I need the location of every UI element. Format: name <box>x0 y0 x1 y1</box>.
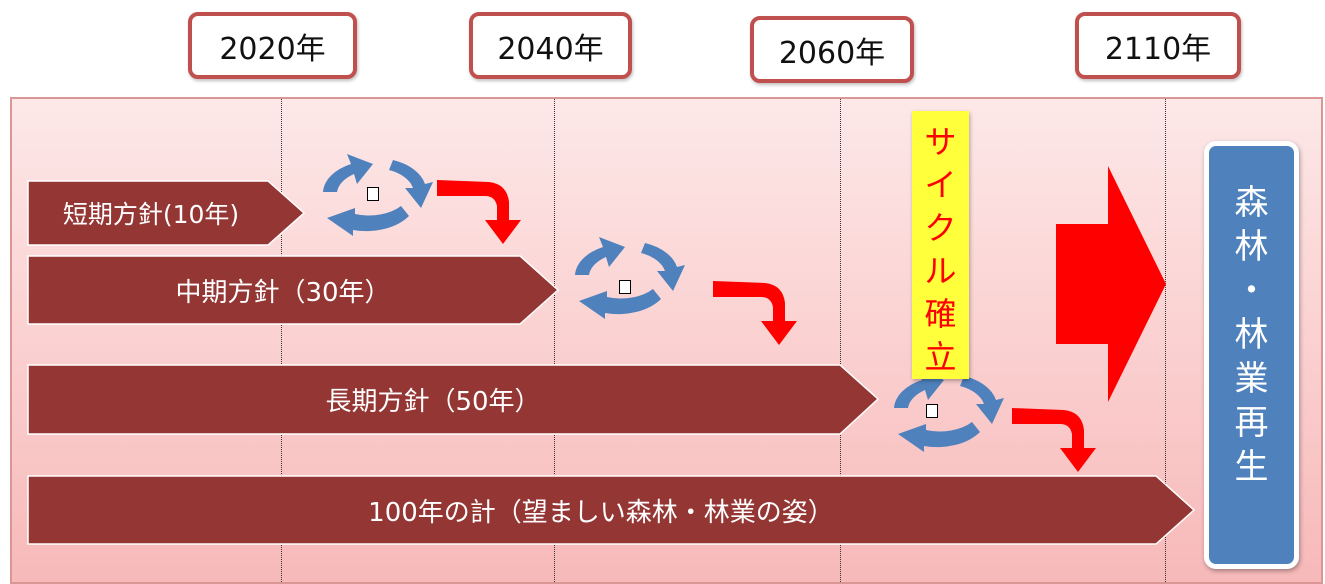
turn-down-arrow <box>1012 408 1096 472</box>
year-2060-line <box>840 99 841 582</box>
year-2040-label: 2040年 <box>469 12 632 79</box>
goal-char: ・ <box>1234 271 1269 311</box>
cycle-tag-char: イ <box>924 166 957 204</box>
turn-down-arrow <box>437 180 521 244</box>
mid-term-policy-bar: 中期方針（30年） <box>27 255 560 325</box>
goal-char: 再 <box>1234 403 1269 443</box>
goal-char: 生 <box>1234 447 1269 487</box>
big-right-arrow <box>1056 166 1166 402</box>
year-2060-label: 2060年 <box>750 16 914 83</box>
goal-char: 林 <box>1234 315 1269 355</box>
year-2020-line <box>281 99 282 582</box>
short-term-policy-bar: 短期方針(10年) <box>27 180 306 246</box>
cycle-tag-char: サ <box>924 123 957 161</box>
short-term-policy-label: 短期方針(10年) <box>62 200 240 229</box>
mid-term-policy-label: 中期方針（30年） <box>175 277 391 308</box>
long-term-policy-bar: 長期方針（50年） <box>27 364 880 435</box>
long-term-policy-label: 長期方針（50年） <box>325 387 541 417</box>
cycle-tag-char: ク <box>924 209 957 247</box>
goal-char: 森 <box>1234 183 1269 223</box>
year-2040-line <box>554 99 555 582</box>
century-plan-label: 100年の計（望ましい森林・林業の姿） <box>368 497 834 528</box>
cycle-tag-char: 確 <box>924 295 957 333</box>
century-plan-arrow-shape <box>27 475 1196 545</box>
mid-term-arrow-shape <box>27 255 560 325</box>
goal-char: 業 <box>1234 359 1269 399</box>
long-term-arrow-shape <box>27 364 880 435</box>
goal-char: 林 <box>1234 227 1269 267</box>
pdca-cycle-icon <box>884 368 1006 452</box>
cycle-center-box <box>926 404 938 418</box>
cycle-center-box <box>367 187 379 201</box>
short-term-arrow-shape <box>27 180 306 246</box>
year-2020-label: 2020年 <box>188 12 357 79</box>
pdca-cycle-icon <box>565 235 687 319</box>
cycle-established-tag: サ イ ク ル 確 立 <box>912 111 969 379</box>
year-2110-label: 2110年 <box>1075 12 1241 79</box>
pdca-cycle-icon <box>313 152 435 236</box>
forest-revival-goal: 森 林 ・ 林 業 再 生 <box>1204 141 1299 569</box>
turn-down-arrow <box>713 281 797 345</box>
century-plan-bar: 100年の計（望ましい森林・林業の姿） <box>27 475 1196 545</box>
year-2110-line <box>1165 99 1166 582</box>
cycle-tag-char: ル <box>924 252 957 290</box>
cycle-center-box <box>619 280 631 294</box>
cycle-tag-char: 立 <box>924 338 957 376</box>
